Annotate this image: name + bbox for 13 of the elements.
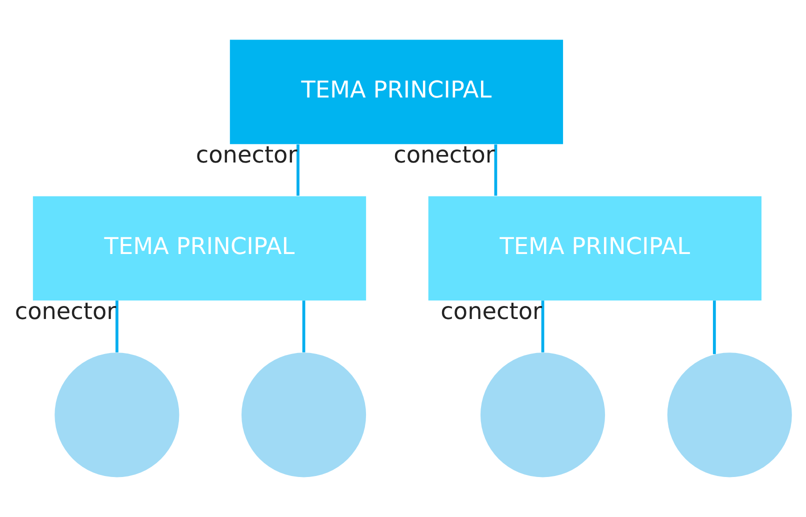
node-circle (480, 352, 606, 478)
connector (302, 300, 306, 352)
node-box: TEMA PRINCIPAL (32, 196, 366, 300)
connector (494, 144, 498, 196)
connector (296, 144, 300, 196)
node-box: TEMA PRINCIPAL (230, 40, 564, 144)
connector (116, 300, 118, 352)
node-circle (54, 352, 180, 478)
connector (541, 300, 544, 352)
connector (712, 300, 716, 354)
node-circle (667, 352, 792, 478)
node-circle (242, 352, 366, 478)
node-box: TEMA PRINCIPAL (428, 196, 762, 300)
